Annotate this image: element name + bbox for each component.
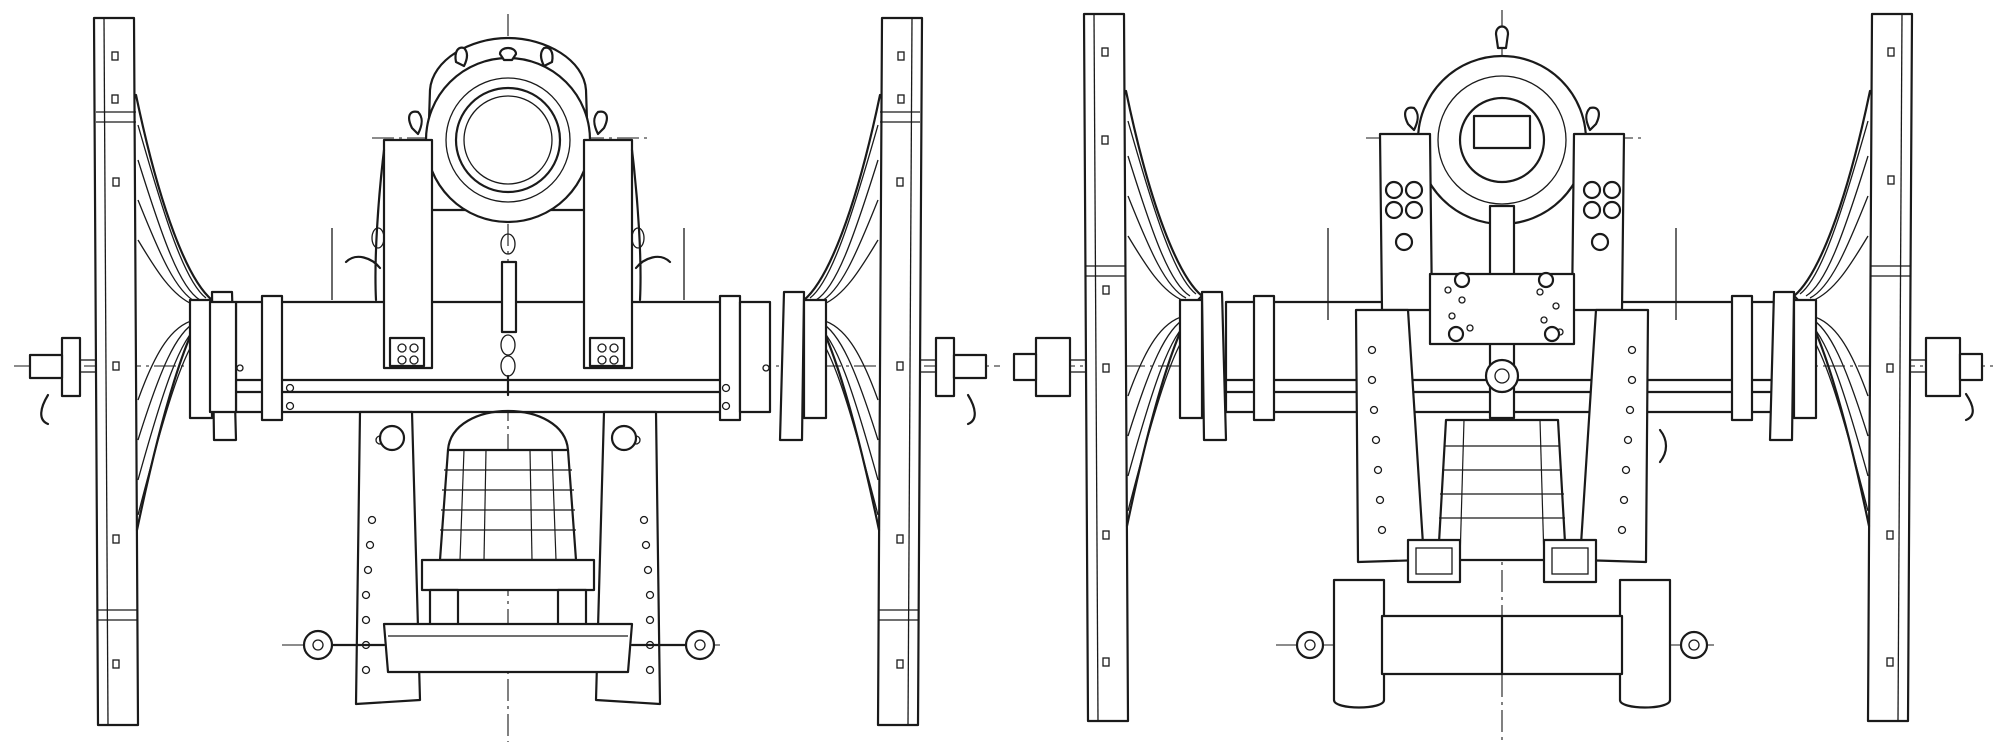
right-view-wheel-left: [1012, 12, 1228, 723]
right-view-trail: [1295, 308, 1709, 709]
right-view-wheel-right: [1768, 12, 1984, 723]
left-view-mortar: [408, 36, 608, 224]
left-view-wheel-left: [28, 16, 238, 727]
left-view-cheeks: [331, 138, 685, 397]
left-view-wheel-right: [778, 16, 988, 727]
right-view-cheeks: [1327, 132, 1677, 346]
left-view-axle: [208, 294, 772, 422]
left-view-trail: [302, 410, 716, 706]
left-view: [14, 14, 1000, 742]
right-view: [1012, 10, 1994, 742]
